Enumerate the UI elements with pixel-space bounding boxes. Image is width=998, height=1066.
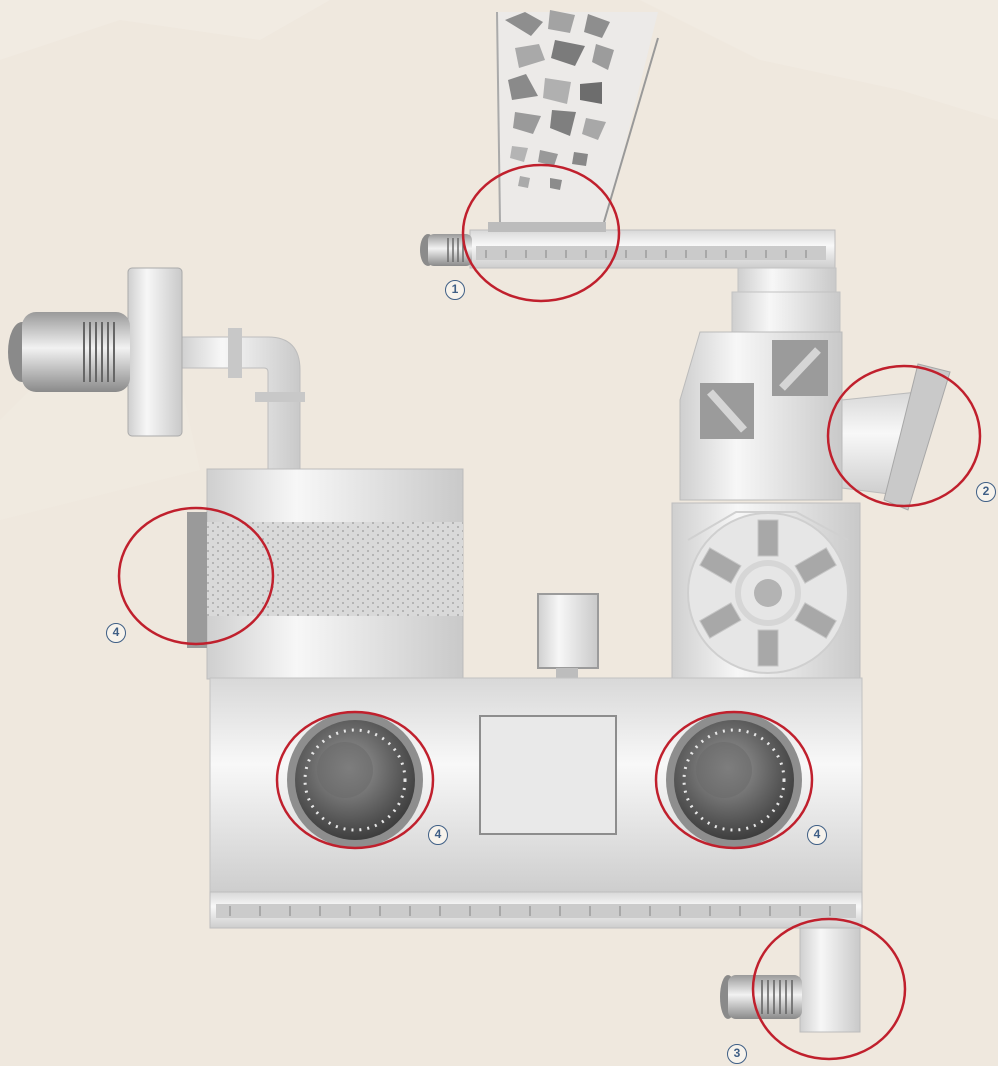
side-outlet — [842, 364, 950, 510]
callout-4-burner-left: 4 — [428, 825, 448, 845]
callout-1: 1 — [445, 280, 465, 300]
burner-right — [666, 712, 802, 848]
discharge-chute-tower — [680, 268, 950, 510]
filter-housing — [187, 469, 463, 679]
callout-2: 2 — [976, 482, 996, 502]
callout-4-burner-right: 4 — [807, 825, 827, 845]
rotary-drum-housing — [672, 503, 860, 683]
feed-hopper — [497, 10, 658, 222]
main-body — [210, 678, 862, 894]
conveyor-motor-3 — [720, 975, 802, 1019]
inspection-box — [538, 594, 598, 680]
top-screw-conveyor — [420, 222, 835, 268]
burner-left — [287, 712, 423, 848]
callout-4-filter: 4 — [106, 623, 126, 643]
bottom-screw-conveyor — [210, 892, 862, 1032]
fan-motor — [8, 312, 130, 392]
callout-3: 3 — [727, 1044, 747, 1064]
